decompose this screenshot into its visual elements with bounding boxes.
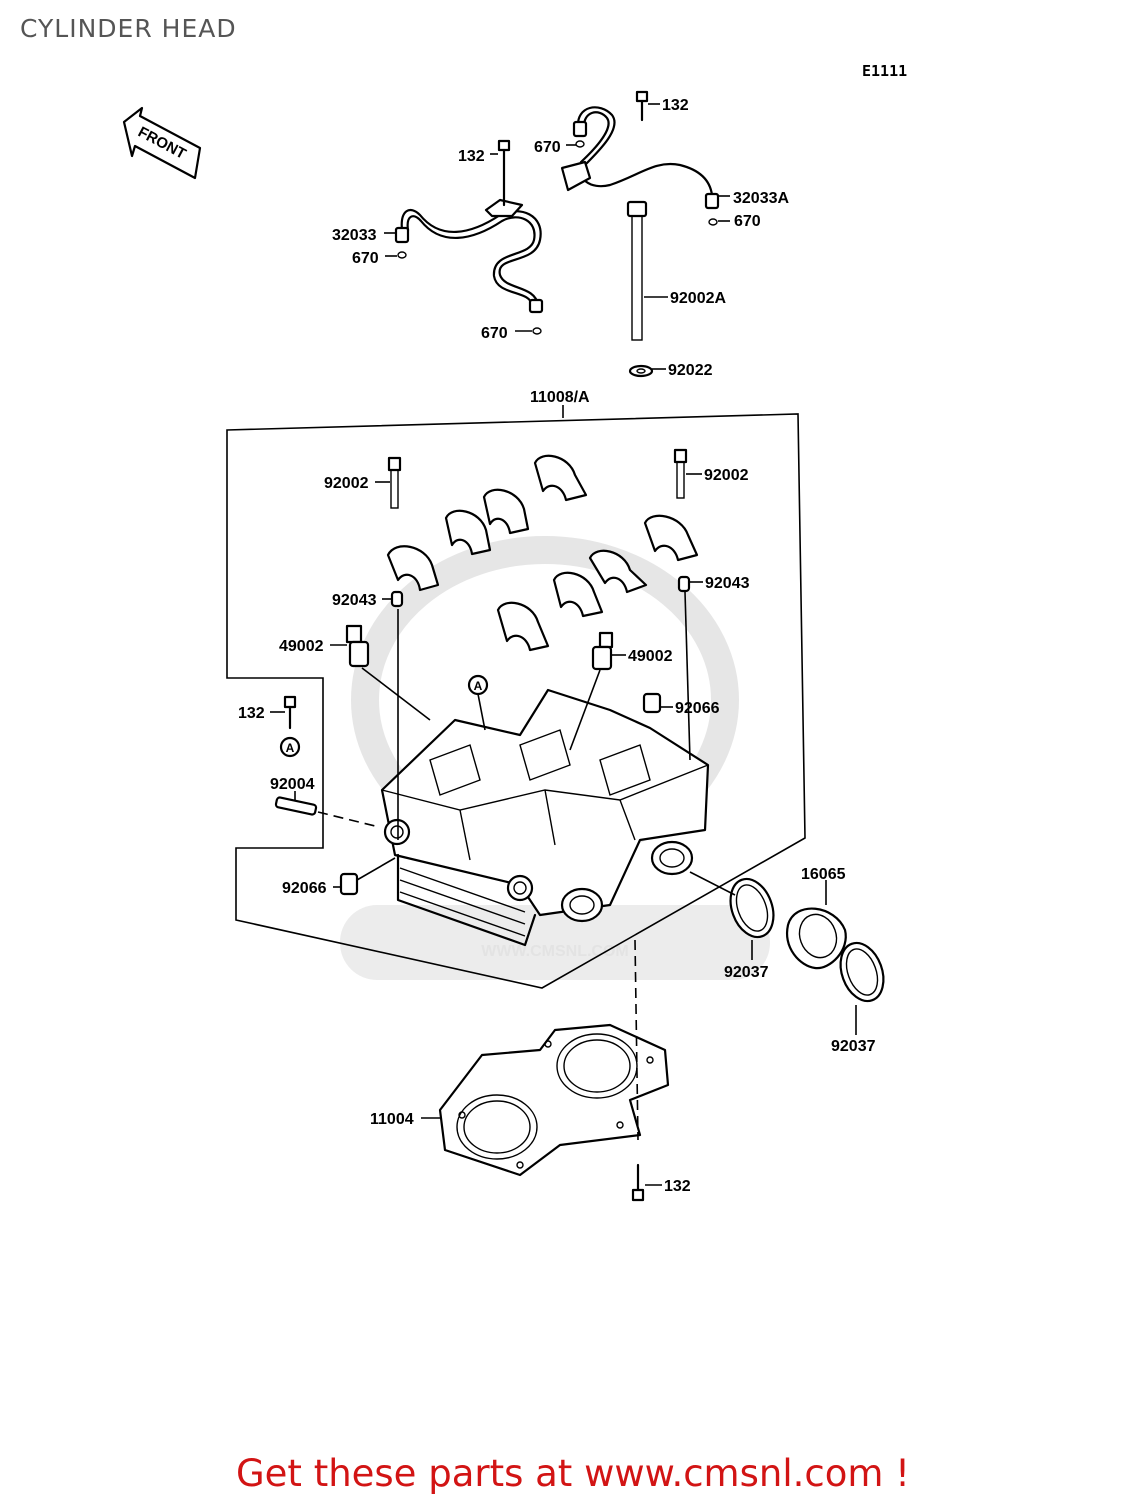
part-label: 11008/A: [530, 389, 590, 406]
part-label: 32033A: [733, 190, 789, 207]
bolt-icon: [387, 448, 688, 509]
part-label: 670: [734, 213, 761, 230]
part-label: 32033: [332, 227, 377, 244]
part-label: 49002: [279, 638, 324, 655]
part-label: 11004: [370, 1111, 414, 1128]
part-label: 92004: [270, 776, 315, 793]
part-label: 92037: [831, 1038, 876, 1055]
assembly-frame: [226, 413, 806, 989]
leader-lines: [270, 103, 857, 1186]
head-gasket-icon: [438, 1023, 670, 1177]
part-label: 92002A: [670, 290, 726, 307]
callout-marker-a: A A: [279, 674, 489, 758]
stud-bolt-icon: [626, 200, 654, 378]
o-ring-icon: [397, 140, 718, 335]
part-label: 132: [662, 97, 689, 114]
oil-pipe-right: [560, 106, 720, 210]
part-label: 92066: [282, 880, 327, 897]
front-arrow-icon: FRONT: [122, 106, 202, 180]
part-label: 49002: [628, 648, 673, 665]
ref-code: E1111: [862, 62, 907, 80]
camshaft-cap-icon: [386, 454, 699, 652]
part-label: 132: [458, 148, 485, 165]
part-labels: 132 670 132 32033A 670 32033 670 92002 A …: [238, 97, 876, 1195]
plug-icon: [339, 692, 662, 896]
intake-holder-icon: [786, 907, 847, 970]
svg-text:A: A: [474, 679, 483, 693]
part-label: 92066: [675, 700, 720, 717]
part-label: 92002: [704, 467, 749, 484]
part-label: 670: [534, 139, 561, 156]
page-title: CYLINDER HEAD: [20, 14, 237, 43]
svg-text:A: A: [286, 741, 295, 755]
part-label: 92037: [724, 964, 769, 981]
cylinder-head-icon: [380, 688, 710, 947]
part-label: 92002: [324, 475, 369, 492]
footer-link[interactable]: Get these parts at www.cmsnl.com !: [235, 1452, 910, 1495]
valve-lifter-icon: [345, 624, 614, 671]
bolt-icon: [631, 1163, 645, 1202]
part-label: 92022: [668, 362, 713, 379]
stud-icon: [274, 796, 318, 816]
oil-pipe-left: [394, 198, 544, 314]
part-label: 132: [238, 705, 265, 722]
part-label: 16065: [801, 866, 846, 883]
part-label: 670: [481, 325, 508, 342]
bolt-icon: [283, 695, 297, 730]
watermark-text: WWW.CMSNL.COM: [481, 943, 629, 960]
banjo-bolt-icon: [497, 90, 649, 207]
hose-clamp-icon: [729, 877, 885, 1003]
part-label: 670: [352, 250, 379, 267]
part-label: 132: [664, 1178, 691, 1195]
part-label: 92043: [332, 592, 377, 609]
dowel-pin-icon: [390, 575, 691, 608]
part-label: 92043: [705, 575, 750, 592]
